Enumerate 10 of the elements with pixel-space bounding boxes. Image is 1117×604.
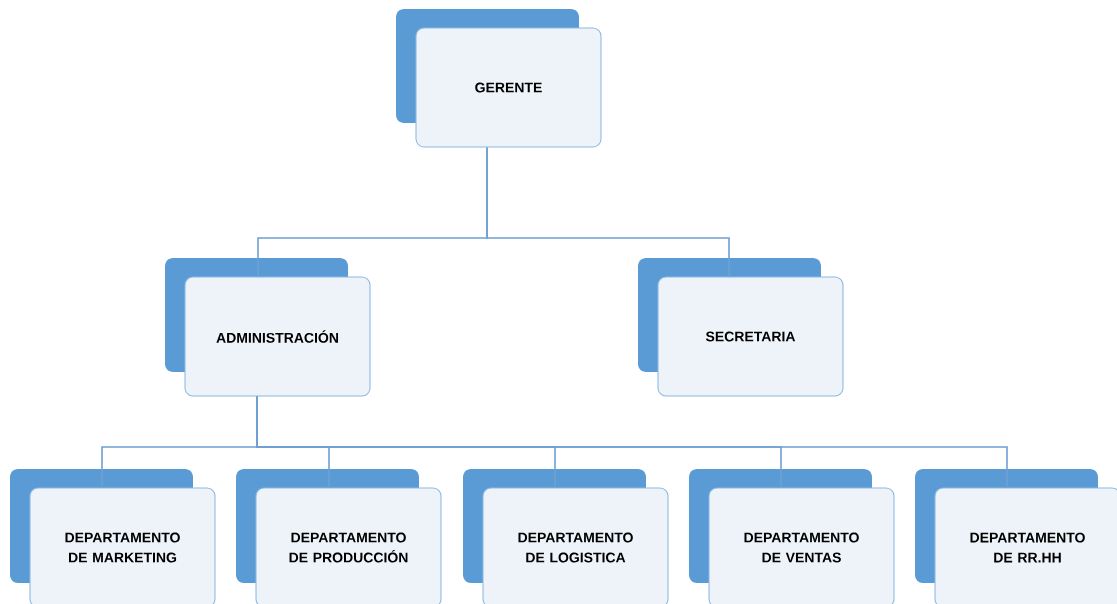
org-box: DEPARTAMENTO DE VENTAS [689, 469, 895, 604]
org-box: GERENTE [396, 9, 602, 148]
org-box: SECRETARIA [638, 258, 844, 397]
org-box: DEPARTAMENTO DE RR.HH [915, 469, 1117, 604]
connector-line [486, 146, 730, 278]
org-box: DEPARTAMENTO DE MARKETING [10, 469, 216, 604]
connector-line [256, 395, 1008, 489]
org-box: DEPARTAMENTO DE LOGISTICA [463, 469, 669, 604]
org-box: ADMINISTRACIÓN [165, 258, 371, 397]
org-box: DEPARTAMENTO DE PRODUCCIÓN [236, 469, 442, 604]
